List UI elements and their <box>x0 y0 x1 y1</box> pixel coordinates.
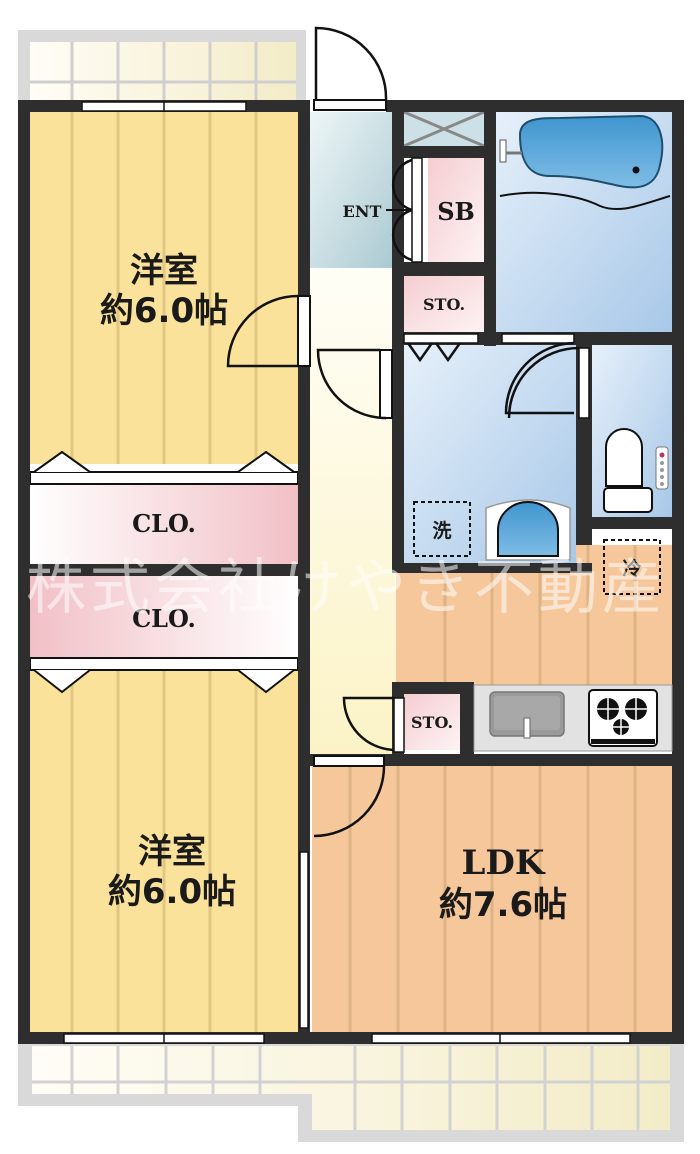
fridge-label: 冷 <box>622 557 641 580</box>
storage-1-doors[interactable] <box>403 333 479 363</box>
window-room-2 <box>63 1033 265 1044</box>
fridge-space <box>603 539 661 595</box>
washer-space <box>413 501 471 557</box>
shoe-box <box>428 158 484 262</box>
door-washroom[interactable] <box>316 348 393 420</box>
washer-label: 洗 <box>432 519 451 542</box>
top-balcony <box>18 30 306 102</box>
storage-2-label: STO. <box>411 713 453 732</box>
kitchen-counter <box>473 684 673 752</box>
window-room-1 <box>81 101 247 112</box>
closet-2-label: CLO. <box>132 604 196 633</box>
kitchen-sink-icon <box>489 691 565 739</box>
ldk-size: 約7.6帖 <box>439 885 567 925</box>
watermark: 株式会社けやき不動産 <box>26 553 666 623</box>
door-storage-2[interactable] <box>342 696 405 753</box>
front-door[interactable] <box>313 26 388 111</box>
storage-2 <box>404 694 460 750</box>
entrance-label: ENT <box>343 202 382 221</box>
storage-1-label: STO. <box>423 295 465 314</box>
door-room-1[interactable] <box>226 294 311 368</box>
door-bathroom[interactable] <box>501 333 575 415</box>
western-room-1 <box>30 112 298 464</box>
closet-1-label: CLO. <box>132 509 196 538</box>
bathtub-icon <box>499 114 671 211</box>
closet-2 <box>29 576 299 694</box>
vanity-sink-icon <box>485 499 571 561</box>
stove-icon <box>588 689 658 747</box>
room-1-name: 洋室 <box>130 251 198 291</box>
sliding-door-ldk-room2 <box>299 851 309 1029</box>
door-ldk[interactable] <box>313 755 386 838</box>
ldk-room <box>312 545 672 1032</box>
ldk-name: LDK <box>462 843 546 883</box>
window-ldk <box>371 1033 631 1044</box>
western-room-2 <box>30 670 298 1032</box>
closet-1 <box>29 450 299 564</box>
shoe-box-doors[interactable] <box>386 157 423 263</box>
bottom-balcony <box>18 1040 684 1142</box>
room-2-size: 約6.0帖 <box>108 872 236 912</box>
entrance-floor <box>310 112 396 268</box>
storage-1 <box>404 276 484 332</box>
toilet-icon <box>603 428 669 513</box>
door-toilet[interactable] <box>507 346 590 419</box>
room-2-name: 洋室 <box>138 832 206 872</box>
room-1-size: 約6.0帖 <box>100 291 228 331</box>
hallway <box>310 268 396 758</box>
shoe-box-label: SB <box>437 197 475 226</box>
